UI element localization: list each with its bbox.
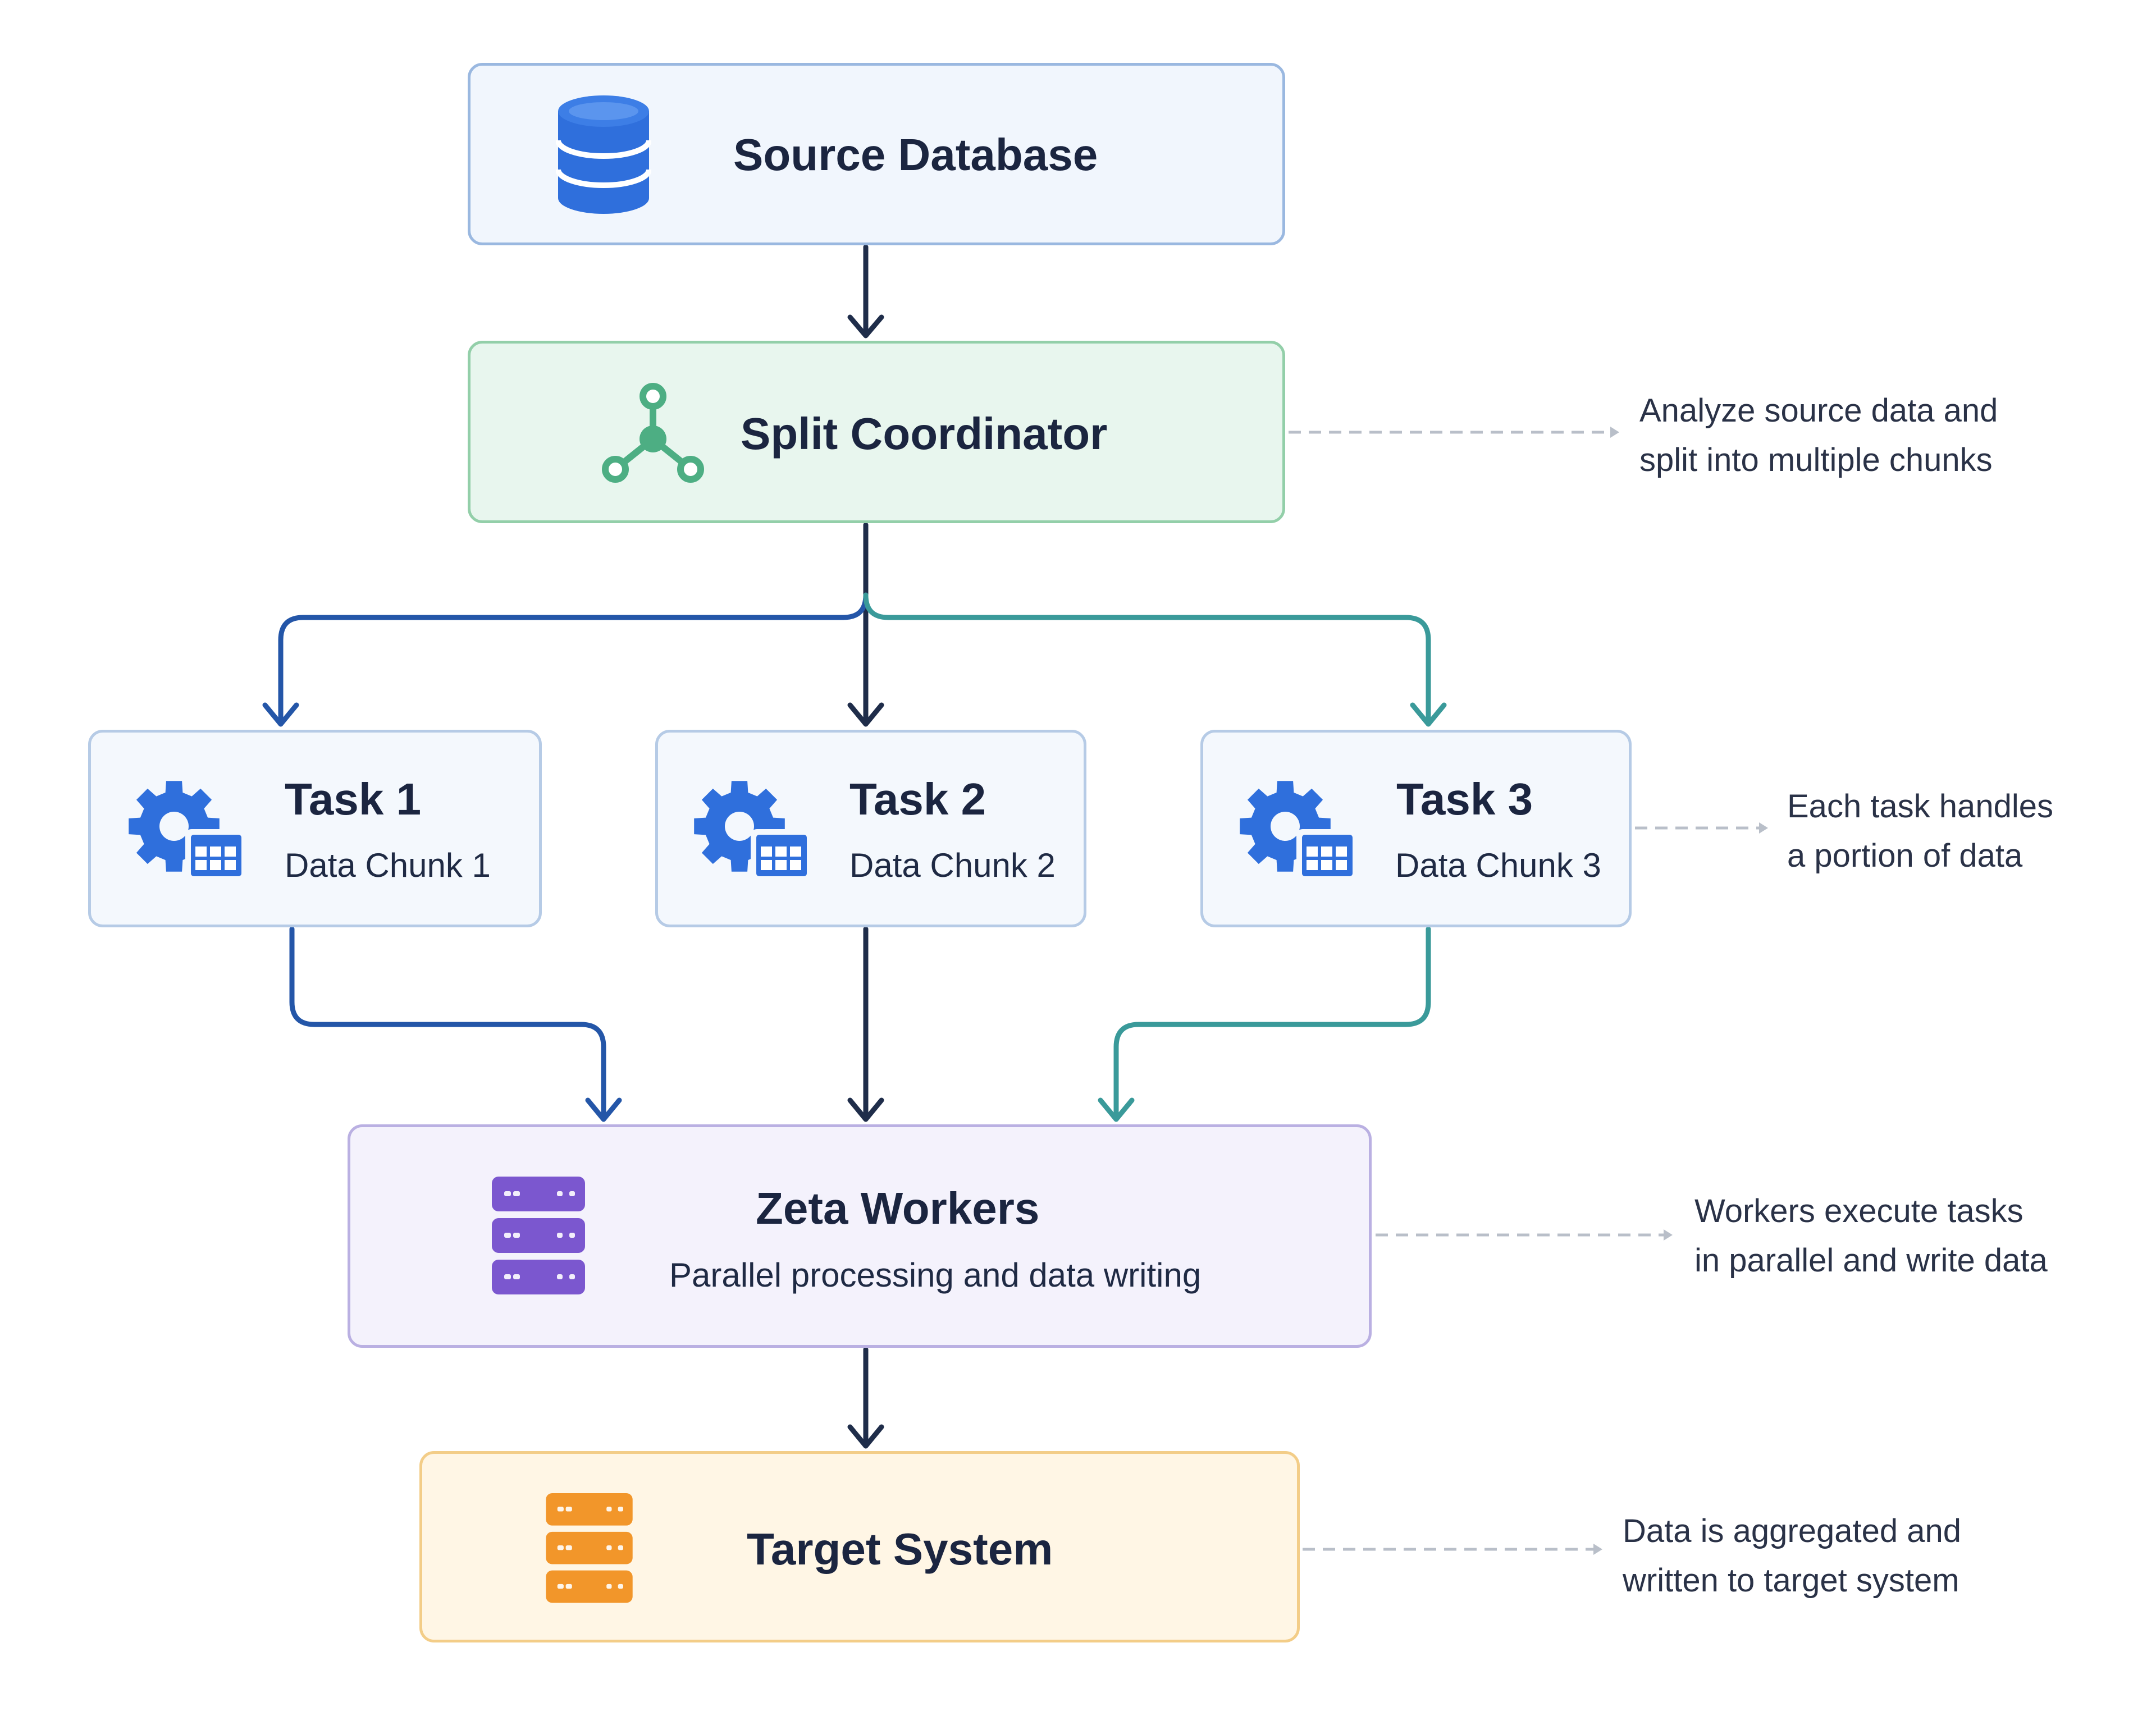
source-title: Source Database [733, 130, 1098, 180]
task-1-subtitle: Data Chunk 1 [285, 847, 491, 884]
task-3-subtitle: Data Chunk 3 [1395, 847, 1601, 884]
arrow-task3-to-workers [1098, 926, 1431, 1122]
task-2-subtitle: Data Chunk 2 [849, 847, 1056, 884]
task-1-title: Task 1 [285, 774, 422, 824]
gear-table-icon [1240, 781, 1358, 881]
note-workers-line-2: in parallel and write data [1694, 1242, 2048, 1279]
note-workers: Workers execute tasks in parallel and wr… [1694, 1187, 2048, 1285]
note-target-line-1: Data is aggregated and [1623, 1513, 1961, 1549]
leader-head-target [1593, 1544, 1602, 1555]
note-target: Data is aggregated and written to target… [1623, 1507, 1961, 1605]
note-tasks-line-1: Each task handles [1787, 788, 2053, 825]
note-split-line-1: Analyze source data and [1639, 392, 1998, 429]
leader-head-tasks [1759, 822, 1768, 834]
note-tasks-line-2: a portion of data [1787, 838, 2023, 874]
server-stack-icon [492, 1177, 585, 1294]
note-workers-line-1: Workers execute tasks [1694, 1193, 2023, 1229]
arrow-split-to-task2 [847, 522, 884, 727]
note-leaders [1289, 431, 1760, 1551]
leader-arrowheads [1593, 427, 1768, 1555]
server-stack-icon [546, 1493, 633, 1603]
leader-head-workers [1664, 1229, 1673, 1241]
target-title: Target System [747, 1524, 1053, 1574]
note-target-line-2: written to target system [1623, 1562, 1959, 1599]
split-title: Split Coordinator [741, 409, 1108, 459]
workers-title: Zeta Workers [756, 1183, 1040, 1233]
connectors [262, 244, 1447, 1449]
task-2-title: Task 2 [849, 774, 986, 824]
database-icon [556, 95, 651, 214]
workers-subtitle: Parallel processing and data writing [669, 1256, 1202, 1294]
gear-table-icon [694, 781, 812, 881]
node-split-coordinator [468, 341, 1285, 523]
note-tasks: Each task handles a portion of data [1787, 782, 2053, 881]
gear-table-icon [129, 781, 247, 881]
arrow-task2-to-workers [847, 926, 884, 1122]
network-nodes-icon [602, 383, 704, 483]
arrow-source-to-split [847, 244, 884, 338]
arrow-split-to-task3 [863, 592, 1447, 727]
arrow-split-to-task1 [262, 592, 869, 727]
arrow-task1-to-workers [289, 926, 622, 1122]
leader-head-split [1610, 427, 1619, 438]
note-split: Analyze source data and split into multi… [1639, 386, 1998, 485]
task-3-title: Task 3 [1396, 774, 1533, 824]
note-split-line-2: split into multiple chunks [1639, 442, 1993, 478]
arrow-workers-to-target [847, 1347, 884, 1449]
